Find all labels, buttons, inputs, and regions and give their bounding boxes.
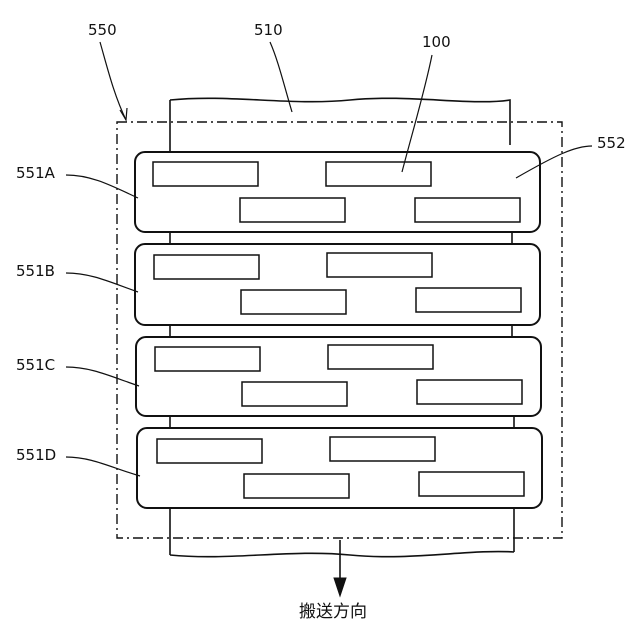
label-551D: 551D	[16, 446, 56, 464]
element-chip	[328, 345, 433, 369]
label-510: 510	[254, 21, 283, 39]
element-chip	[416, 288, 521, 312]
element-chip	[155, 347, 260, 371]
label-552: 552	[597, 134, 626, 152]
sheet-bottom-edge	[170, 552, 514, 557]
head-551D	[137, 428, 542, 508]
leader-551D	[66, 457, 140, 476]
leader-551C	[66, 367, 139, 386]
label-100: 100	[422, 33, 451, 51]
label-551B: 551B	[16, 262, 55, 280]
leader-550	[100, 42, 126, 120]
element-chip	[244, 474, 349, 498]
element-chip	[415, 198, 520, 222]
head-551C	[136, 337, 541, 416]
leader-551B	[66, 273, 138, 292]
element-chip	[330, 437, 435, 461]
element-chip	[241, 290, 346, 314]
element-chip	[327, 253, 432, 277]
element-chip	[419, 472, 524, 496]
element-chip	[157, 439, 262, 463]
element-chip	[242, 382, 347, 406]
element-chip	[153, 162, 258, 186]
label-551A: 551A	[16, 164, 56, 182]
direction-caption: 搬送方向	[299, 602, 367, 622]
head-551B	[135, 244, 540, 325]
head-551A	[135, 152, 540, 232]
label-550: 550	[88, 21, 117, 39]
label-551C: 551C	[16, 356, 55, 374]
direction-arrow-head	[334, 578, 346, 596]
leader-551A	[66, 175, 138, 198]
element-chip	[326, 162, 431, 186]
element-chip	[154, 255, 259, 279]
element-chip	[417, 380, 522, 404]
element-chip	[240, 198, 345, 222]
